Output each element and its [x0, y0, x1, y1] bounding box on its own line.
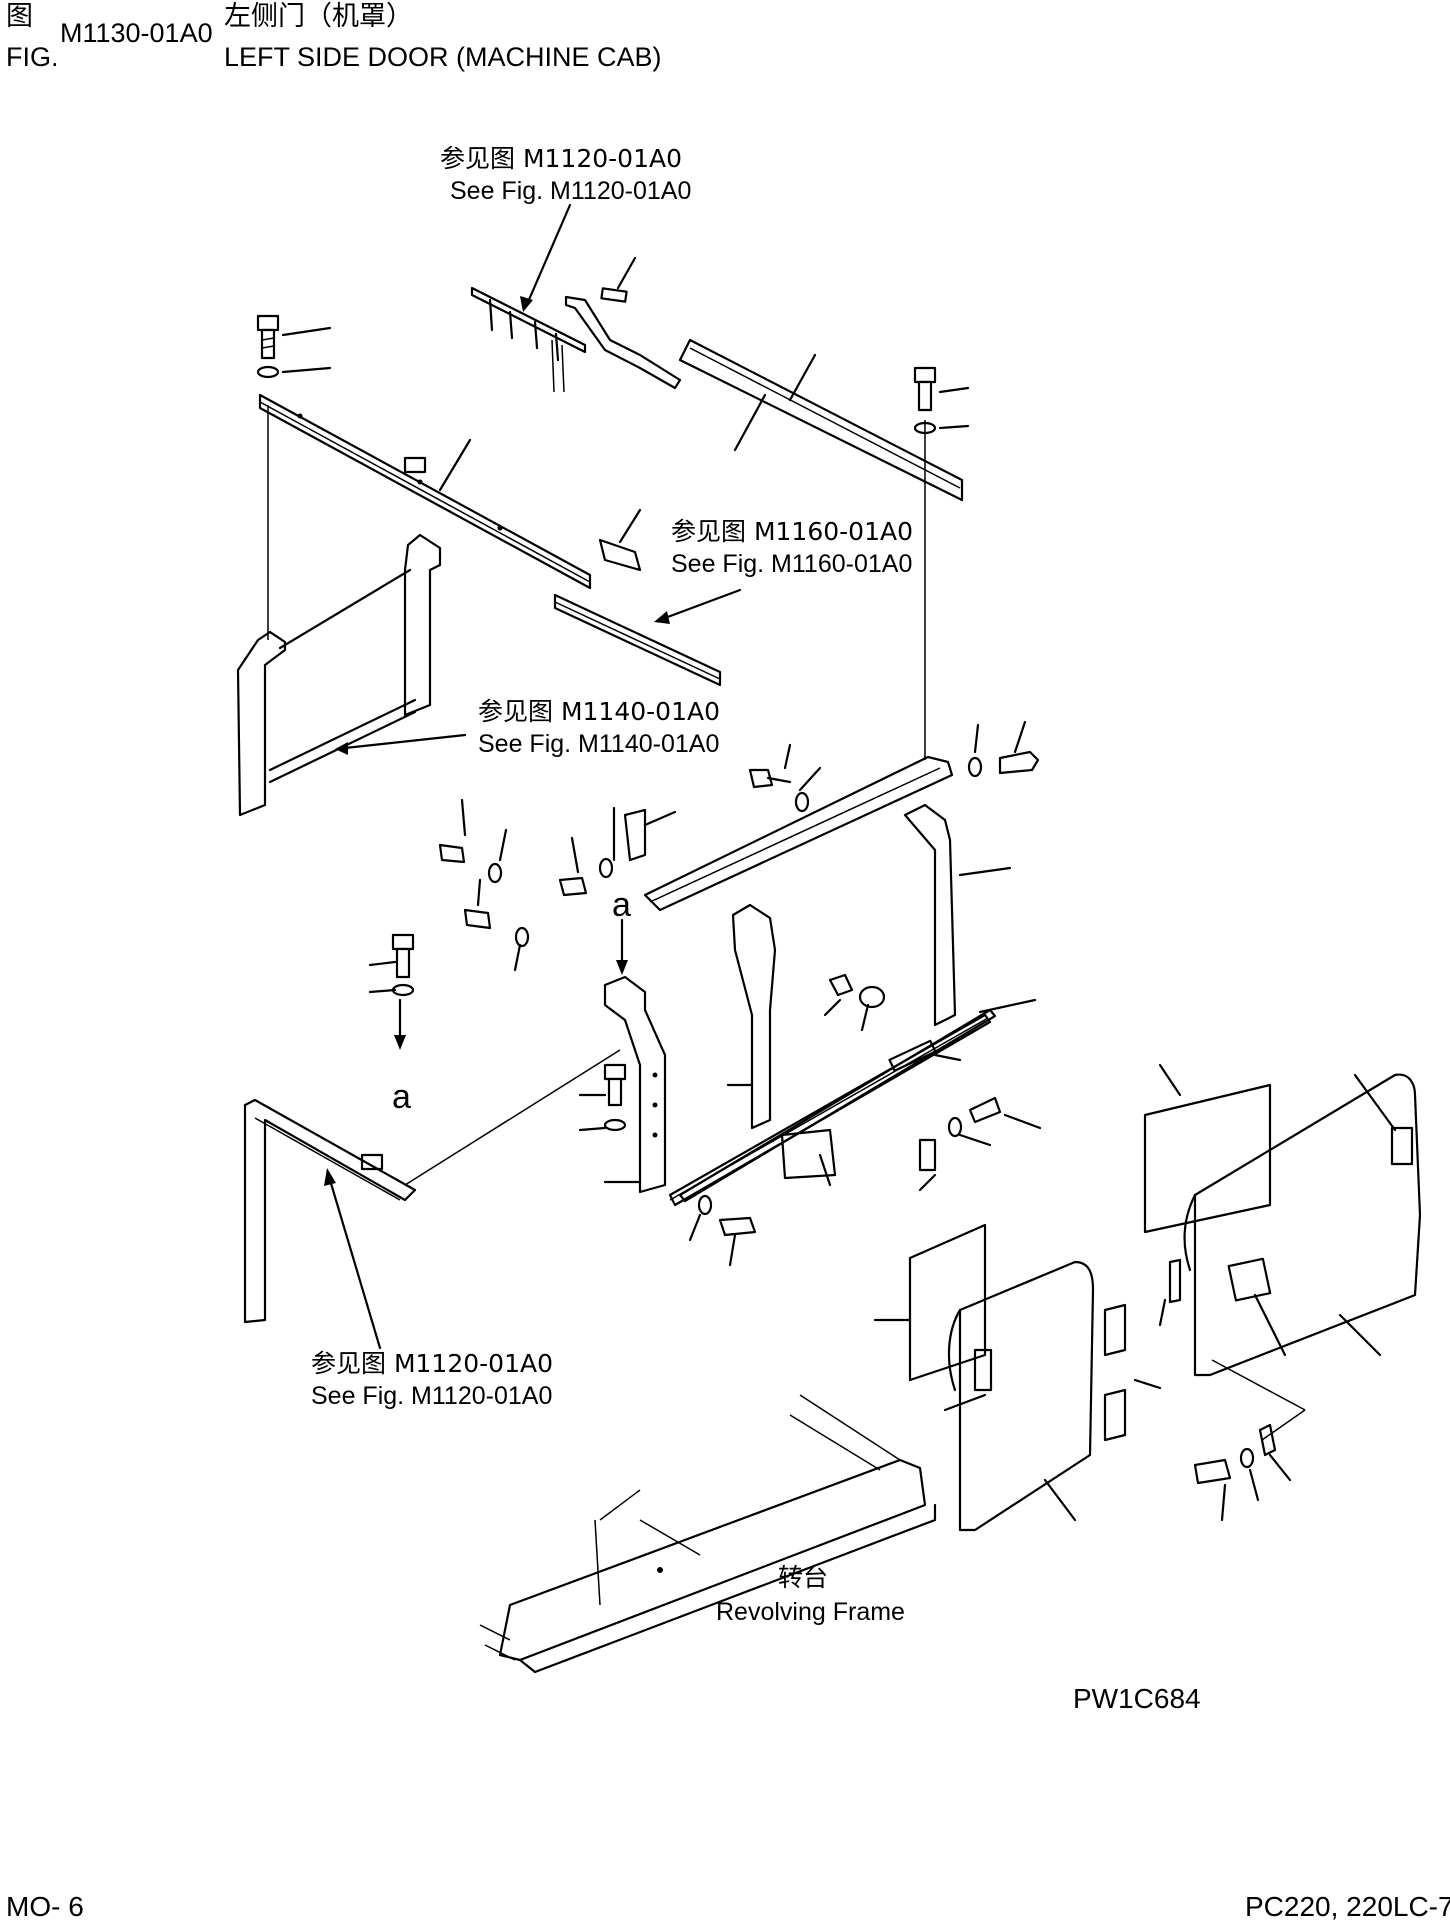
door-bolts-lower-right [1193, 1423, 1292, 1522]
revolving-frame-outline [479, 1394, 937, 1674]
reference-label-2-cn: 参见图 M1160-01A0 [671, 517, 913, 546]
header-title-cn: 左侧门（机罩） [224, 1, 413, 32]
top-rail [678, 338, 964, 502]
marker-a-bottom: a [392, 1078, 411, 1116]
center-nut-cap [823, 973, 886, 1032]
bolt-center-lower [578, 1063, 642, 1184]
latch-bracket-center [623, 808, 677, 862]
lower-cover-strip [678, 1008, 997, 1203]
marker-a-top: a [612, 886, 631, 924]
center-post-left [603, 975, 667, 1194]
insulation-pad-lower [873, 1223, 987, 1382]
upper-bracket-assembly [470, 286, 587, 393]
footer-models: PC220, 220LC-7 [1245, 1891, 1450, 1922]
reference-label-1-en: See Fig. M1120-01A0 [450, 177, 692, 205]
header-cn-prefix: 图 [6, 1, 33, 32]
revolving-frame-en: Revolving Frame [716, 1598, 905, 1626]
bolt-bottom-center [688, 1194, 757, 1267]
reference-arrow-mid [654, 588, 742, 624]
small-block [598, 508, 642, 572]
bolt-top-right [913, 366, 970, 435]
lower-diagonal-rail [668, 998, 1037, 1207]
footer-page: MO- 6 [6, 1891, 84, 1922]
door-hinges [1103, 1303, 1162, 1442]
header-title-en: LEFT SIDE DOOR (MACHINE CAB) [224, 42, 662, 72]
drawing-code: PW1C684 [1073, 1683, 1201, 1714]
revolving-frame-cn: 转台 [778, 1563, 829, 1592]
left-upper-frame [236, 405, 442, 817]
reference-label-1-cn: 参见图 M1120-01A0 [440, 144, 682, 173]
reference-label-4-en: See Fig. M1120-01A0 [311, 1382, 553, 1410]
reference-label-2-en: See Fig. M1160-01A0 [671, 550, 913, 578]
bolt-top-left [256, 314, 332, 379]
left-door-main [1183, 1073, 1422, 1377]
a-arrow [616, 918, 628, 975]
insulation-pad-upper [1143, 1063, 1272, 1234]
a-arrow-left-head [394, 1035, 406, 1050]
header-fig-number: M1130-01A0 [60, 18, 213, 48]
upper-cross-member [258, 393, 592, 590]
reference-label-3-cn: 参见图 M1140-01A0 [478, 697, 720, 726]
reference-arrow-left-frame [335, 733, 467, 755]
door-latch-assembly [1158, 1258, 1306, 1441]
left-lower-frame [243, 1049, 621, 1324]
reference-arrow-top [520, 203, 572, 312]
bolt-left-stack [368, 933, 415, 997]
lower-door [943, 1260, 1095, 1532]
center-post-right [726, 903, 777, 1130]
right-hanger-bracket [643, 420, 1040, 1027]
reference-arrow-left-lower [324, 1168, 382, 1350]
reference-label-4-cn: 参见图 M1120-01A0 [311, 1349, 553, 1378]
center-lower-bolts [918, 1096, 1042, 1192]
reference-label-3-en: See Fig. M1140-01A0 [478, 730, 720, 758]
center-bolts [438, 743, 822, 972]
header-fig-label: FIG. [6, 42, 59, 72]
upper-strip [564, 256, 682, 390]
lower-cross-rail [553, 593, 722, 687]
